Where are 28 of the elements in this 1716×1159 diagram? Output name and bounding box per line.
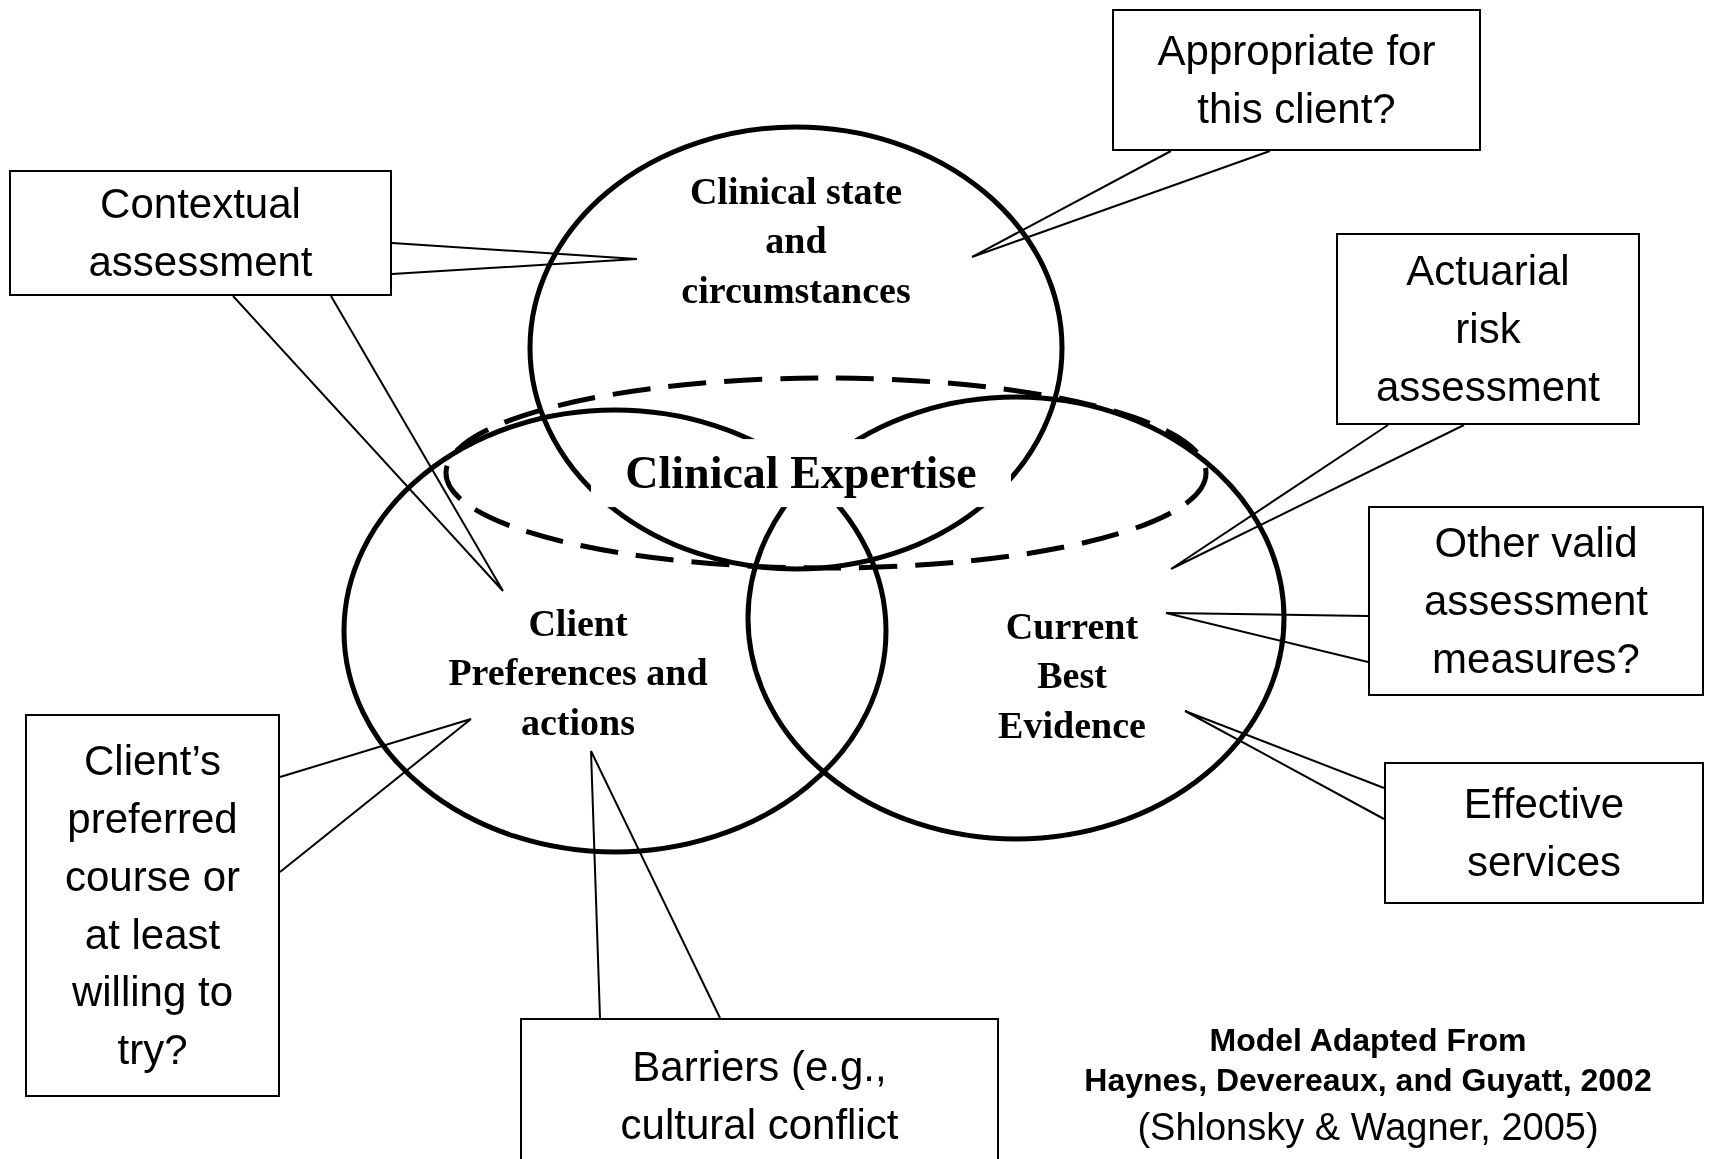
callout-tail	[971, 150, 1271, 258]
circle-label: Clinical Expertise	[591, 439, 1011, 507]
callout-text: Appropriate for this client?	[1156, 26, 1437, 134]
callout-text: Effective services	[1462, 779, 1626, 887]
callout-tail	[232, 295, 504, 592]
callout-box	[1368, 506, 1704, 696]
callout-text: Contextual assessment	[87, 179, 314, 287]
callout-text: Client’s preferred course or at least willing to try?	[63, 735, 242, 1076]
circle-label: Current Best Evidence	[997, 603, 1147, 748]
callout-text: Barriers (e.g., cultural conflict	[619, 1042, 900, 1150]
callout-tail	[1165, 612, 1369, 663]
callout-text: Other valid assessment measures?	[1422, 518, 1650, 684]
citation-text: Model Adapted From	[1209, 1022, 1527, 1059]
circle-label: Client Preferences and actions	[447, 600, 709, 745]
citation-text: (Shlonsky & Wagner, 2005)	[1137, 1106, 1599, 1149]
citation-text: Haynes, Devereaux, and Guyatt, 2002	[1084, 1062, 1652, 1099]
callout-tail	[391, 242, 638, 275]
circle-label: Clinical state and circumstances	[680, 168, 912, 313]
callout-box	[9, 170, 392, 296]
callout-tail	[279, 718, 472, 873]
callout-box	[1336, 233, 1640, 425]
callout-tail	[590, 750, 721, 1019]
callout-box	[25, 714, 280, 1097]
callout-text: Actuarial risk assessment	[1374, 246, 1602, 412]
callout-box	[1112, 9, 1481, 151]
callout-tail	[1170, 424, 1465, 570]
callout-tail	[1184, 710, 1385, 820]
callout-box	[1384, 762, 1704, 904]
